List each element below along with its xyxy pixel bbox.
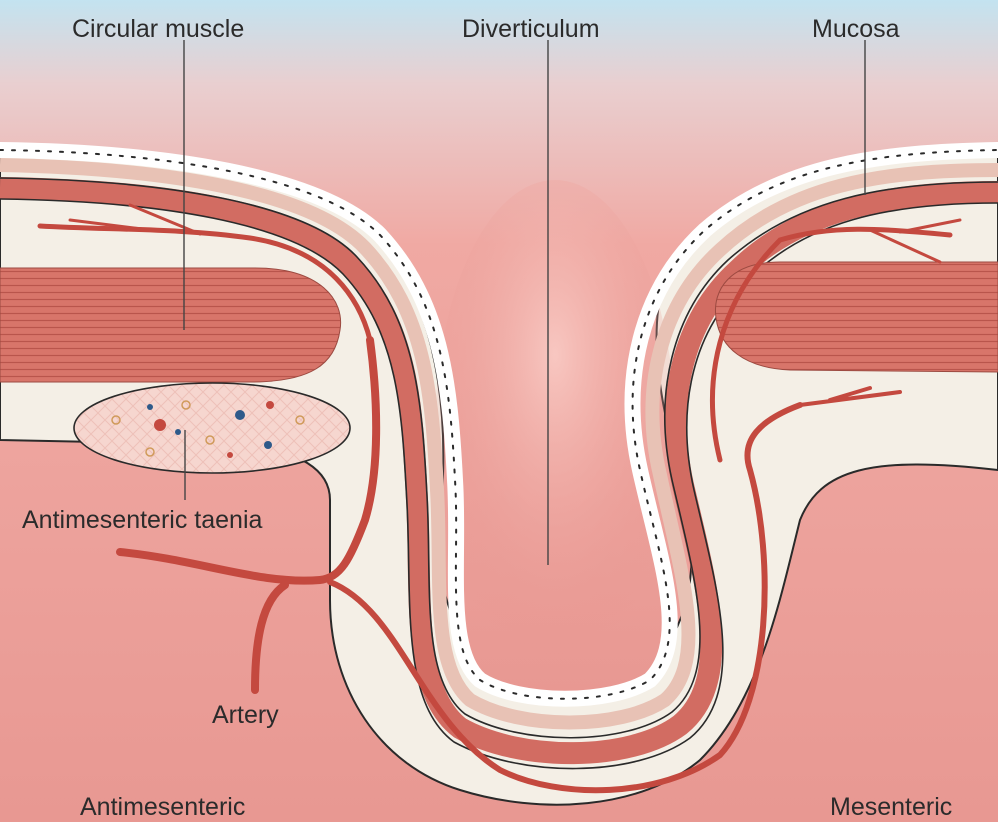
label-diverticulum: Diverticulum [462, 17, 600, 42]
label-mucosa: Mucosa [812, 17, 900, 42]
circular-muscle-left [0, 268, 341, 382]
label-antimesenteric: Antimesenteric [80, 795, 245, 820]
label-circular-muscle: Circular muscle [72, 17, 244, 42]
label-mesenteric: Mesenteric [830, 795, 952, 820]
antimesenteric-taenia [74, 383, 350, 473]
label-antimesenteric-taenia: Antimesenteric taenia [22, 508, 262, 533]
circular-muscle-right [715, 262, 998, 372]
label-artery: Artery [212, 703, 279, 728]
